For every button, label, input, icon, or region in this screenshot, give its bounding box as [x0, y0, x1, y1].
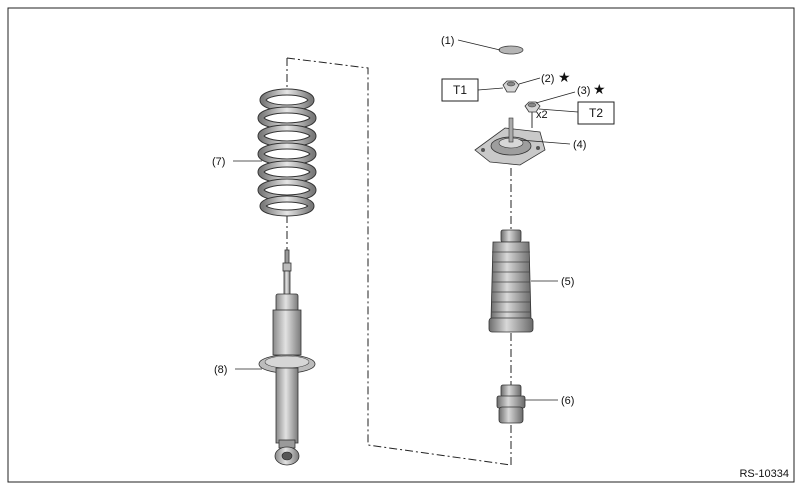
reference-code: RS-10334 — [739, 468, 789, 480]
nut-mount — [524, 101, 541, 128]
callout-6: (6) — [561, 395, 574, 407]
callout-4: (4) — [573, 139, 586, 151]
star-icon-2: ★ — [558, 70, 571, 86]
nut-center — [502, 80, 520, 93]
callout-5: (5) — [561, 276, 574, 288]
dust-boot — [488, 229, 534, 333]
assembly-path-line — [286, 57, 512, 466]
torque-box-t2 — [577, 101, 615, 125]
callout-1: (1) — [441, 35, 454, 47]
cap — [498, 45, 524, 55]
diagram-frame — [7, 7, 795, 483]
callout-8: (8) — [214, 364, 227, 376]
torque-label-t2: T2 — [589, 106, 603, 120]
strut-mount — [474, 117, 546, 166]
bump-stopper — [496, 384, 526, 424]
quantity-note: x2 — [536, 109, 548, 121]
torque-box-t1 — [441, 78, 479, 102]
leader-lines — [233, 39, 579, 401]
callout-7: (7) — [212, 156, 225, 168]
shock-absorber — [258, 249, 316, 466]
star-icon-3: ★ — [593, 82, 606, 98]
torque-label-t1: T1 — [453, 83, 467, 97]
callout-2: (2) — [541, 73, 554, 85]
coil-spring — [257, 88, 317, 217]
callout-3: (3) — [577, 85, 590, 97]
